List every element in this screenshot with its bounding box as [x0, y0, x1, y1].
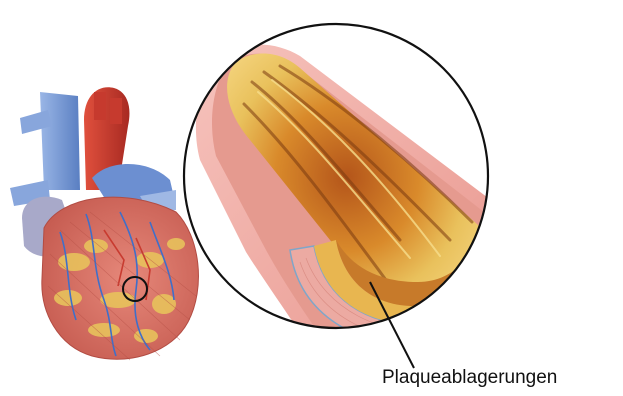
aorta-branch-1 — [94, 92, 106, 120]
artery-cross-section — [170, 20, 522, 360]
aorta-branch-2 — [110, 98, 122, 124]
plaque-label: Plaqueablagerungen — [382, 367, 557, 389]
vena-cava-vessel — [40, 92, 80, 190]
heart-illustration — [10, 87, 198, 360]
